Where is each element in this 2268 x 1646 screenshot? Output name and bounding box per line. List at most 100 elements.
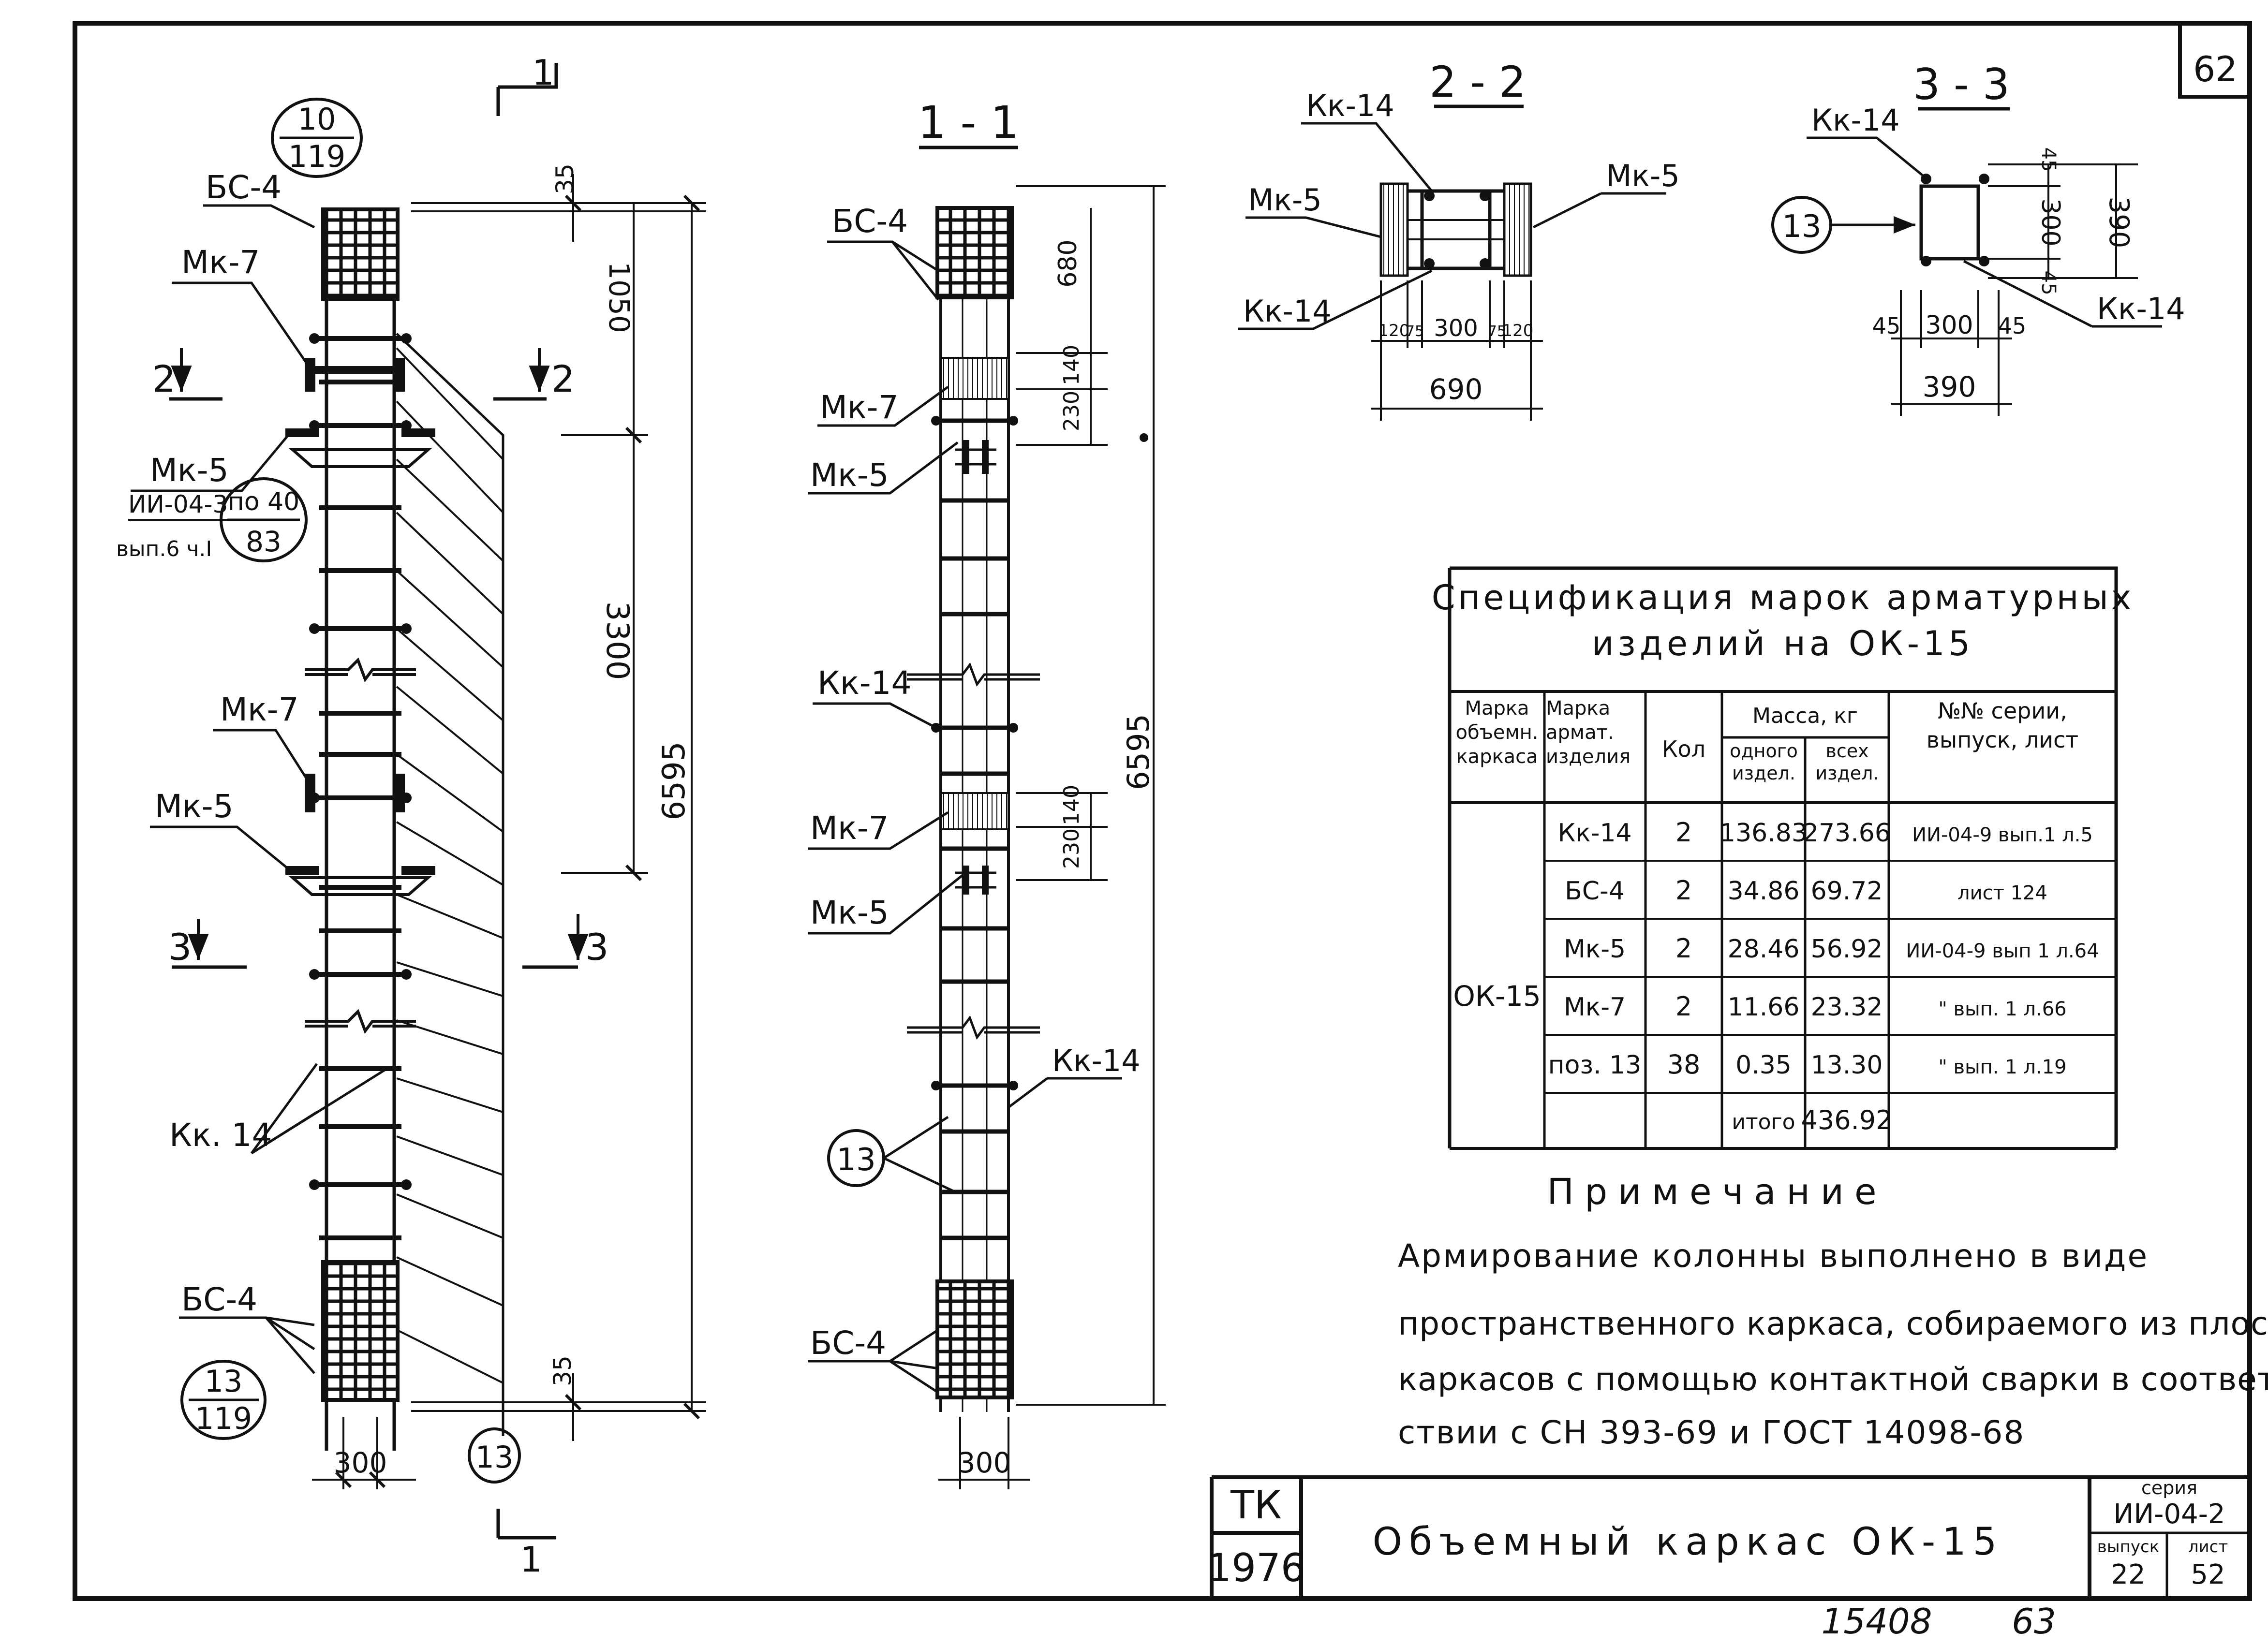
label-3-3-kk14-bottom: Кк-14	[2097, 291, 2185, 326]
dim-2-2-120b: 120	[1502, 321, 1534, 340]
svg-text:2: 2	[152, 357, 176, 400]
spec-cell-ref: " вып. 1 л.19	[1938, 1056, 2066, 1078]
section-2-2-view: 2 - 2 Кк-14 Мк-5 Мк-5 Кк-14 120 75 300 7…	[1238, 57, 1680, 421]
spec-title-line2: изделий на ОК-15	[1592, 624, 1974, 663]
dim-3300: 3300	[599, 602, 635, 680]
dim-3-3-300-r: 300	[2036, 198, 2065, 246]
ref-circle-mid: по 40 83	[220, 477, 308, 562]
label-1-1-mk5-b: Мк-5	[810, 894, 889, 931]
spec-cell-ref: " вып. 1 л.66	[1938, 998, 2066, 1020]
spec-cell-all: 69.72	[1811, 877, 1883, 906]
section-3-3-title: 3 - 3	[1913, 59, 2010, 109]
spec-cell-qty: 2	[1675, 933, 1692, 964]
label-1-1-mk5-a: Мк-5	[810, 456, 889, 494]
ref-circle-bottom: 13 119	[180, 1360, 267, 1440]
label-1-1-bs4-top: БС-4	[832, 203, 908, 240]
spec-cell-all: 273.66	[1803, 819, 1891, 848]
label-bs4-top: БС-4	[206, 169, 282, 206]
label-mk7-b: Мк-7	[220, 691, 299, 728]
dim-3-3-45-top: 45	[2037, 147, 2060, 172]
section-1-1-title: 1 - 1	[918, 97, 1019, 148]
section-1-1-view: 1 - 1 БС-4 Мк-7 Мк-5 Кк-14 Мк-7 Мк-5 К	[808, 97, 1166, 1489]
sheet-frame	[73, 21, 2252, 1601]
title-block: ТК 1976 Объемный каркас ОК-15 серия ИИ-0…	[1207, 1475, 2250, 1599]
svg-text:3: 3	[168, 926, 192, 969]
dim-1050: 1050	[603, 262, 636, 333]
dim-3-3-45-l: 45	[1872, 313, 1901, 339]
header-frame-mark: Марка объемн. каркаса	[1455, 697, 1539, 768]
svg-text:2: 2	[551, 357, 575, 400]
note-line-1: Армирование колонны выполнено в виде	[1398, 1237, 2149, 1275]
dim-2-2-75a: 75	[1406, 323, 1424, 340]
label-2-2-kk14-top: Кк-14	[1306, 88, 1394, 123]
dim-35-bottom: 35	[548, 1355, 577, 1386]
dim-3-3-390-r: 390	[2103, 197, 2135, 249]
dim-1-1-140b: 140	[1059, 785, 1084, 825]
mk5-bracket-1-1-b	[955, 866, 996, 895]
label-1-1-kk14-a: Кк-14	[817, 664, 912, 702]
issue-label: выпуск	[2097, 1537, 2159, 1557]
dim-1-1-230a: 230	[1059, 391, 1084, 431]
dim-3-3-45-r: 45	[1998, 313, 2027, 339]
mk5-plate-left	[1379, 182, 1409, 277]
dim-1-1-140a: 140	[1059, 345, 1084, 385]
sheet-number-corner: 62	[2193, 49, 2238, 89]
dim-300: 300	[334, 1446, 387, 1479]
spec-cell-one: 34.86	[1728, 877, 1800, 906]
svg-text:13: 13	[205, 1364, 243, 1399]
dim-6595: 6595	[656, 742, 692, 821]
note-block: Примечание Армирование колонны выполнено…	[1398, 1171, 2268, 1451]
spec-cell-item: БС-4	[1565, 877, 1625, 906]
mk5-plate-right	[1503, 182, 1532, 277]
break-mark	[305, 657, 416, 1034]
svg-text:10: 10	[298, 102, 336, 137]
title-org: ТК	[1230, 1483, 1282, 1528]
spec-cell-one: 28.46	[1728, 935, 1800, 964]
svg-text:13: 13	[475, 1440, 514, 1475]
spec-cell-item: Мк-5	[1564, 935, 1626, 964]
spec-cell-item: поз. 13	[1548, 1051, 1642, 1080]
spec-cell-ref: лист 124	[1957, 882, 2047, 904]
cell-total-value: 436.92	[1801, 1105, 1893, 1135]
spec-title-line1: Спецификация марок арматурных	[1432, 578, 2135, 617]
note-title: Примечание	[1547, 1171, 1887, 1213]
label-2-2-mk5-left: Мк-5	[1248, 182, 1322, 218]
section-cut-1-bottom: 1	[496, 1509, 556, 1580]
spec-cell-all: 56.92	[1811, 935, 1883, 964]
elevation-dimensions: 35 1050 3300 6595 35 300	[312, 163, 706, 1489]
dim-1-1-6595: 6595	[1121, 714, 1156, 790]
svg-text:119: 119	[195, 1401, 252, 1436]
spec-cell-one: 136.83	[1720, 819, 1808, 848]
dim-2-2-120a: 120	[1379, 321, 1410, 340]
spec-cell-qty: 2	[1675, 875, 1692, 906]
label-2-2-mk5-right: Мк-5	[1606, 158, 1680, 193]
handwritten-page-number: 15408	[1821, 1601, 1932, 1642]
pos13-circle-1-1: 13	[827, 1116, 956, 1193]
dim-2-2-690: 690	[1429, 373, 1483, 406]
section-cut-2-right: 2	[493, 348, 575, 401]
mk5-issue-ref: вып.6 ч.I	[116, 537, 212, 561]
spec-cell-qty: 2	[1675, 817, 1692, 848]
note-line-2: пространственного каркаса, собираемого и…	[1398, 1305, 2268, 1342]
svg-text:83: 83	[246, 525, 282, 558]
cell-total-label: итого	[1732, 1110, 1795, 1134]
mk7-hatch-a	[940, 357, 1009, 400]
drawing-title: Объемный каркас ОК-15	[1373, 1520, 2004, 1564]
label-2-2-kk14-bottom: Кк-14	[1243, 294, 1332, 329]
dim-2-2-300: 300	[1434, 315, 1478, 342]
header-series: №№ серии, выпуск, лист	[1926, 698, 2079, 753]
header-mass: Масса, кг	[1752, 704, 1858, 728]
spec-cell-ref: ИИ-04-9 вып 1 л.64	[1906, 940, 2099, 962]
cell-frame-mark: ОК-15	[1453, 980, 1541, 1013]
dim-1-1-300: 300	[958, 1446, 1011, 1479]
mesh-bs4-top-1-1	[935, 206, 1014, 299]
label-1-1-mk7-a: Мк-7	[820, 389, 899, 426]
label-mk5-a: Мк-5	[150, 452, 229, 489]
svg-text:3: 3	[585, 926, 608, 969]
label-1-1-kk14-b: Кк-14	[1052, 1043, 1141, 1078]
label-mk5-b: Мк-5	[155, 788, 234, 825]
spec-cell-one: 0.35	[1735, 1051, 1792, 1080]
spec-cell-ref: ИИ-04-9 вып.1 л.5	[1912, 824, 2093, 846]
svg-text:119: 119	[288, 139, 345, 174]
spec-cell-all: 23.32	[1811, 993, 1883, 1022]
